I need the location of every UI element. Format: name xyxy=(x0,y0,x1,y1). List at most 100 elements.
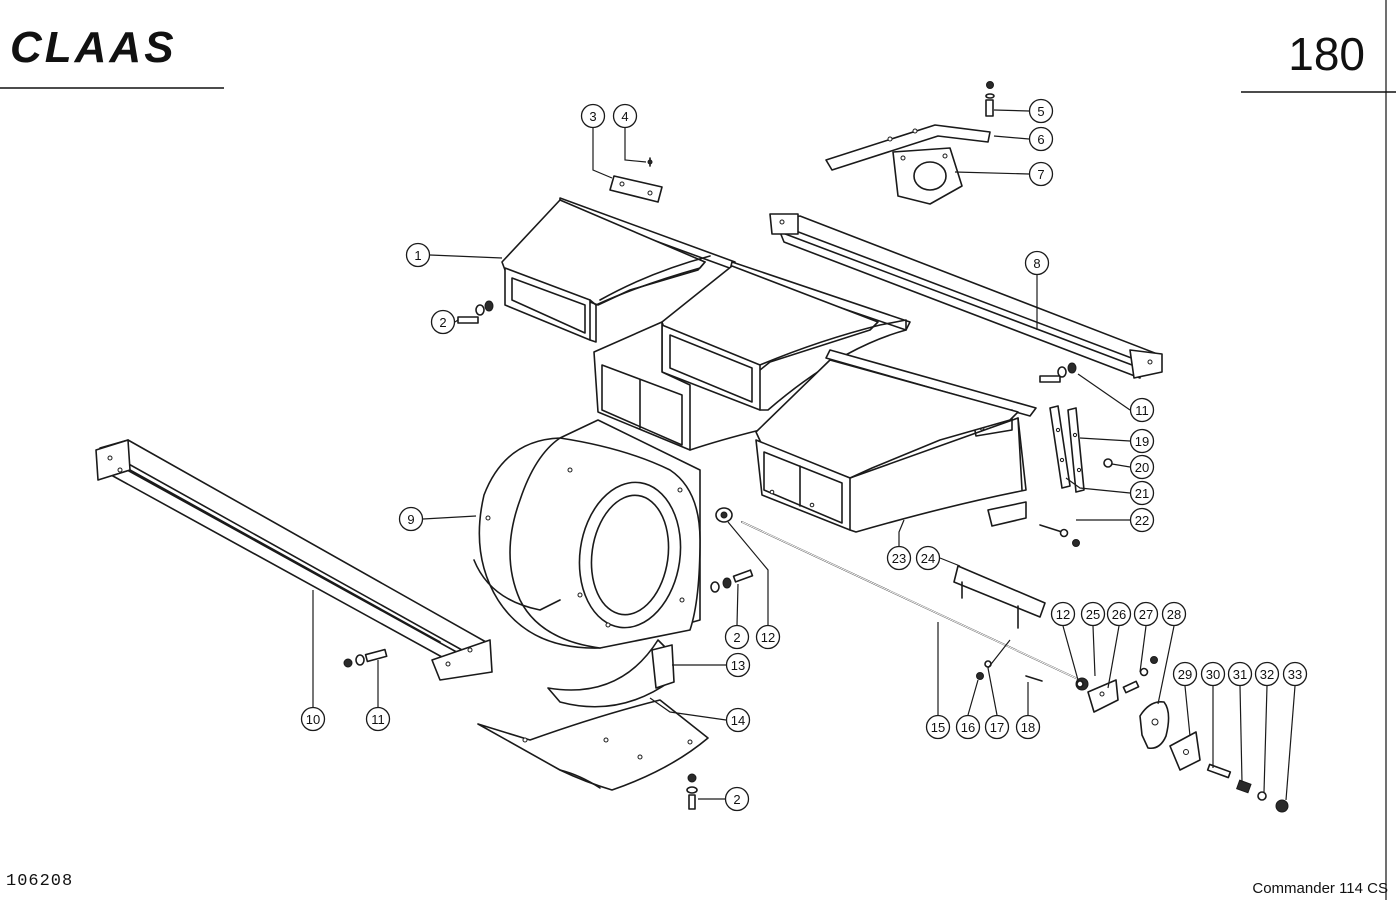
callout-10: 10 xyxy=(300,706,326,732)
callout-6: 6 xyxy=(1028,126,1054,152)
callout-label: 21 xyxy=(1135,486,1149,501)
callout-label: 31 xyxy=(1233,667,1247,682)
callout-32: 32 xyxy=(1254,661,1280,687)
callout-label: 15 xyxy=(931,720,945,735)
callout-12: 12 xyxy=(755,624,781,650)
callout-label: 2 xyxy=(439,315,446,330)
page-number: 180 xyxy=(1288,28,1365,80)
part-frame-10 xyxy=(95,439,493,681)
callout-label: 10 xyxy=(306,712,320,727)
callout-label: 29 xyxy=(1178,667,1192,682)
callout-7: 7 xyxy=(1028,161,1054,187)
callout-5: 5 xyxy=(1028,98,1054,124)
callout-18: 18 xyxy=(1015,714,1041,740)
callout-11: 11 xyxy=(365,706,391,732)
callout-33: 33 xyxy=(1282,661,1308,687)
part-bolt-5 xyxy=(985,81,995,117)
callout-label: 11 xyxy=(371,712,385,727)
callout-label: 25 xyxy=(1086,607,1100,622)
callout-label: 5 xyxy=(1037,104,1044,119)
callout-label: 26 xyxy=(1112,607,1126,622)
callout-24: 24 xyxy=(915,545,941,571)
part-fan-housing-9 xyxy=(473,419,701,649)
callout-29: 29 xyxy=(1172,661,1198,687)
callout-label: 9 xyxy=(407,512,414,527)
callout-label: 18 xyxy=(1021,720,1035,735)
callout-label: 24 xyxy=(921,551,935,566)
part-bracket-24 xyxy=(953,565,1046,629)
brand-text: CLAAS xyxy=(10,23,177,72)
part-rod-15 xyxy=(741,521,1081,681)
callout-25: 25 xyxy=(1080,601,1106,627)
callout-label: 30 xyxy=(1206,667,1220,682)
callout-label: 13 xyxy=(731,658,745,673)
part-bushing-12 xyxy=(715,507,733,523)
callout-label: 8 xyxy=(1033,256,1040,271)
callout-16: 16 xyxy=(955,714,981,740)
callout-label: 3 xyxy=(589,109,596,124)
callout-21: 21 xyxy=(1129,480,1155,506)
callout-1: 1 xyxy=(405,242,431,268)
callout-label: 23 xyxy=(892,551,906,566)
part-plate-3 xyxy=(609,157,663,203)
callout-26: 26 xyxy=(1106,601,1132,627)
model-name: Commander 114 CS xyxy=(1252,880,1388,897)
callout-8: 8 xyxy=(1024,250,1050,276)
brand-logo: CLAAS xyxy=(10,23,177,72)
callout-label: 14 xyxy=(731,713,745,728)
leader-lines xyxy=(312,109,1296,801)
callout-13: 13 xyxy=(725,652,751,678)
drawing-number: 106208 xyxy=(6,872,73,891)
callout-label: 7 xyxy=(1037,167,1044,182)
callout-label: 2 xyxy=(733,630,740,645)
callout-label: 12 xyxy=(761,630,775,645)
callout-3: 3 xyxy=(580,103,606,129)
part-plate-14 xyxy=(477,699,709,791)
part-duct-1 xyxy=(501,197,736,343)
callout-label: 16 xyxy=(961,720,975,735)
callout-label: 12 xyxy=(1056,607,1070,622)
hardware-bolts xyxy=(343,300,1113,810)
callout-27: 27 xyxy=(1133,601,1159,627)
callout-23: 23 xyxy=(886,545,912,571)
part-cover-13 xyxy=(547,639,675,708)
callout-label: 11 xyxy=(1135,403,1149,418)
callout-label: 28 xyxy=(1167,607,1181,622)
callout-15: 15 xyxy=(925,714,951,740)
callout-label: 6 xyxy=(1037,132,1044,147)
callout-label: 22 xyxy=(1135,513,1149,528)
callout-label: 32 xyxy=(1260,667,1274,682)
callout-label: 2 xyxy=(733,792,740,807)
callout-2: 2 xyxy=(724,786,750,812)
part-duct-middle xyxy=(593,261,911,451)
callout-12: 12 xyxy=(1050,601,1076,627)
callout-label: 17 xyxy=(990,720,1004,735)
callout-19: 19 xyxy=(1129,428,1155,454)
callout-30: 30 xyxy=(1200,661,1226,687)
callout-2: 2 xyxy=(430,309,456,335)
callout-4: 4 xyxy=(612,103,638,129)
callout-20: 20 xyxy=(1129,454,1155,480)
callout-2: 2 xyxy=(724,624,750,650)
part-bracket-22 xyxy=(987,501,1080,547)
callout-label: 1 xyxy=(414,248,421,263)
part-strips-19-21 xyxy=(1049,405,1085,493)
part-linkage-group xyxy=(1075,656,1289,813)
part-duct-23 xyxy=(755,359,1027,533)
callout-17: 17 xyxy=(984,714,1010,740)
callout-9: 9 xyxy=(398,506,424,532)
part-plate-7 xyxy=(892,147,963,205)
callout-label: 4 xyxy=(621,109,628,124)
callout-label: 33 xyxy=(1288,667,1302,682)
callout-label: 27 xyxy=(1139,607,1153,622)
callout-22: 22 xyxy=(1129,507,1155,533)
callout-label: 20 xyxy=(1135,460,1149,475)
callout-28: 28 xyxy=(1161,601,1187,627)
callout-31: 31 xyxy=(1227,661,1253,687)
callout-14: 14 xyxy=(725,707,751,733)
callout-11: 11 xyxy=(1129,397,1155,423)
callout-label: 19 xyxy=(1135,434,1149,449)
part-bar-6 xyxy=(825,124,991,171)
